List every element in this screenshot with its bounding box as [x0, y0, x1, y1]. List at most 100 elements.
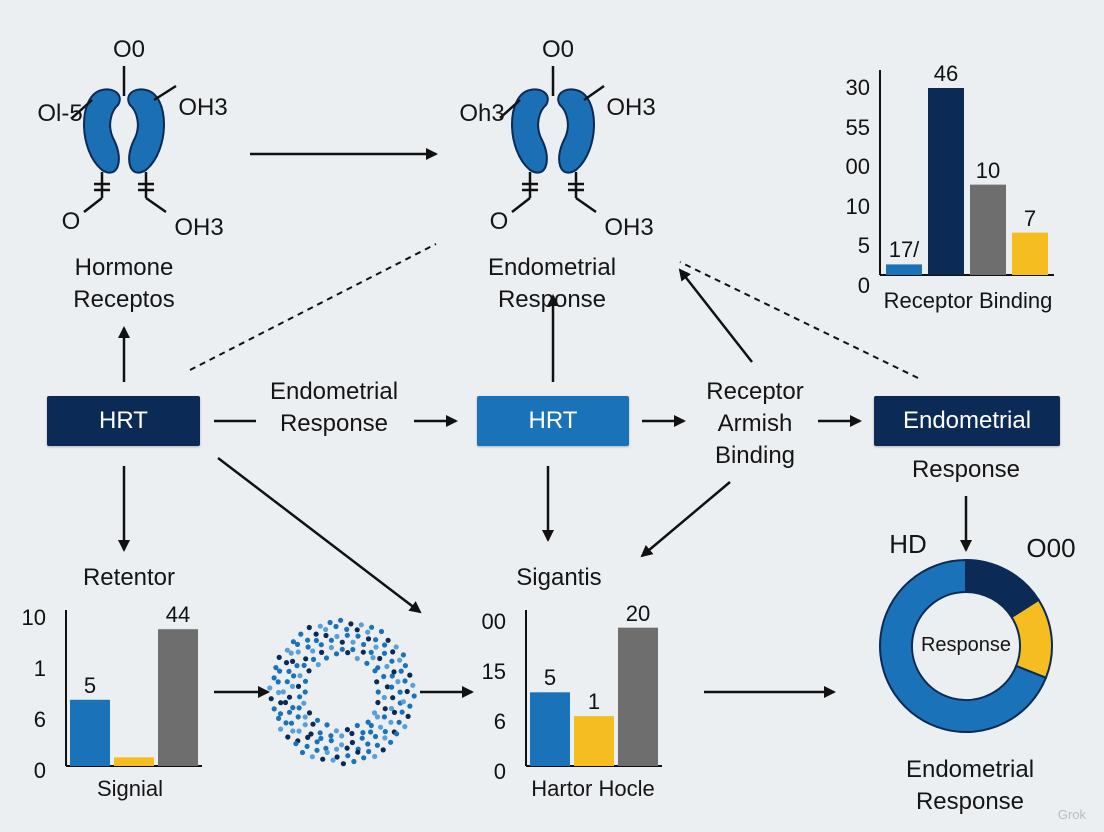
dot — [349, 739, 355, 746]
dot — [317, 730, 323, 736]
bar-0 — [530, 692, 570, 766]
dot — [340, 761, 346, 767]
receptor-label-3: Binding — [714, 442, 796, 469]
dot — [366, 748, 372, 755]
dot — [302, 689, 308, 695]
dot — [390, 649, 396, 655]
dot — [371, 710, 378, 716]
bar-0 — [70, 699, 110, 766]
dot — [333, 623, 339, 630]
x-axis-label: Hartor Hocle — [531, 776, 655, 801]
dot — [286, 668, 292, 675]
dot — [302, 678, 309, 684]
dot — [339, 733, 345, 739]
dot — [380, 747, 386, 753]
response-right-label: Response — [911, 456, 1021, 483]
dot — [368, 729, 374, 735]
dot — [372, 753, 378, 760]
donut-center-label: Response — [920, 634, 1012, 656]
dot — [370, 655, 376, 661]
dot — [293, 741, 299, 747]
x-axis-label: Receptor Binding — [883, 288, 1053, 313]
mol-left-top-label: O0 — [112, 36, 145, 63]
mol-left-bottom-left-label: O — [61, 208, 81, 235]
endometrial-node-right[interactable]: Endometrial — [874, 396, 1060, 446]
dot — [344, 745, 350, 751]
dot — [411, 693, 417, 699]
y-tick-label-2: 00 — [845, 154, 870, 179]
bottom-right-endometrial-1: Endometrial — [905, 756, 1035, 783]
mol-left-left-label: Ol-5 — [37, 100, 83, 127]
dot — [334, 746, 340, 752]
bar-value-label-2: 20 — [625, 600, 651, 626]
dot — [364, 660, 370, 666]
bar-1 — [574, 716, 614, 766]
y-tick-label-4: 5 — [857, 233, 870, 258]
retentor-label: Retentor — [82, 564, 176, 591]
dot — [333, 728, 339, 734]
dot — [368, 649, 374, 656]
dot — [290, 728, 296, 734]
dot — [324, 749, 330, 756]
dot — [407, 672, 413, 678]
dot — [314, 747, 320, 753]
dot — [286, 709, 293, 715]
bar-2 — [970, 184, 1006, 275]
dot — [277, 668, 283, 674]
dot — [382, 729, 388, 735]
dot — [323, 655, 330, 661]
dot — [394, 731, 400, 737]
dot — [400, 652, 406, 658]
donut-slice-0 — [879, 558, 1048, 733]
hrt-node-left[interactable]: HRT — [47, 396, 200, 446]
sigantis-label: Sigantis — [516, 564, 602, 591]
dot — [276, 654, 282, 661]
arrow-receptor-down — [640, 481, 731, 558]
endometrial-response-label-1: Endometrial — [269, 378, 399, 405]
endometrial-response-caption-2: Response — [497, 286, 607, 313]
hartor-hocle-bar-chart — [525, 610, 662, 767]
dot — [372, 733, 379, 740]
y-tick-label-3: 0 — [33, 758, 46, 783]
dot — [388, 705, 395, 712]
dot — [294, 663, 300, 669]
mol-right-bottom-left-label: O — [489, 208, 509, 235]
dot — [344, 632, 350, 638]
dot — [369, 624, 375, 630]
dot — [280, 689, 286, 695]
dot — [314, 717, 321, 723]
hormone-receptos-caption-1: Hormone — [74, 254, 174, 281]
dot — [344, 626, 350, 633]
dot — [306, 668, 312, 674]
dot — [388, 739, 394, 745]
dot — [384, 684, 390, 690]
dot — [290, 705, 296, 711]
dot — [348, 621, 354, 627]
dot — [374, 679, 380, 685]
dot — [327, 619, 333, 626]
dot — [373, 644, 379, 650]
dot — [330, 757, 336, 763]
dot — [368, 722, 374, 729]
bar-value-label-2: 10 — [975, 157, 1001, 183]
dot — [345, 753, 351, 759]
dot — [271, 675, 277, 681]
dot — [339, 742, 345, 748]
arrow-receptor-to-molecule — [678, 268, 753, 363]
dot — [365, 636, 372, 642]
cell-dot-ring — [267, 617, 417, 767]
dot — [297, 694, 303, 700]
dot — [273, 665, 279, 671]
donut-label-hd: HD — [889, 529, 927, 559]
donut-slice-2 — [1010, 598, 1053, 679]
dot — [397, 689, 403, 695]
dot — [314, 739, 320, 745]
dot — [378, 628, 385, 635]
dot — [361, 755, 367, 761]
dot — [334, 754, 340, 760]
y-tick-label-1: 55 — [845, 114, 870, 140]
dot — [381, 694, 387, 701]
dot — [382, 735, 388, 741]
hrt-node-center[interactable]: HRT — [477, 396, 629, 446]
